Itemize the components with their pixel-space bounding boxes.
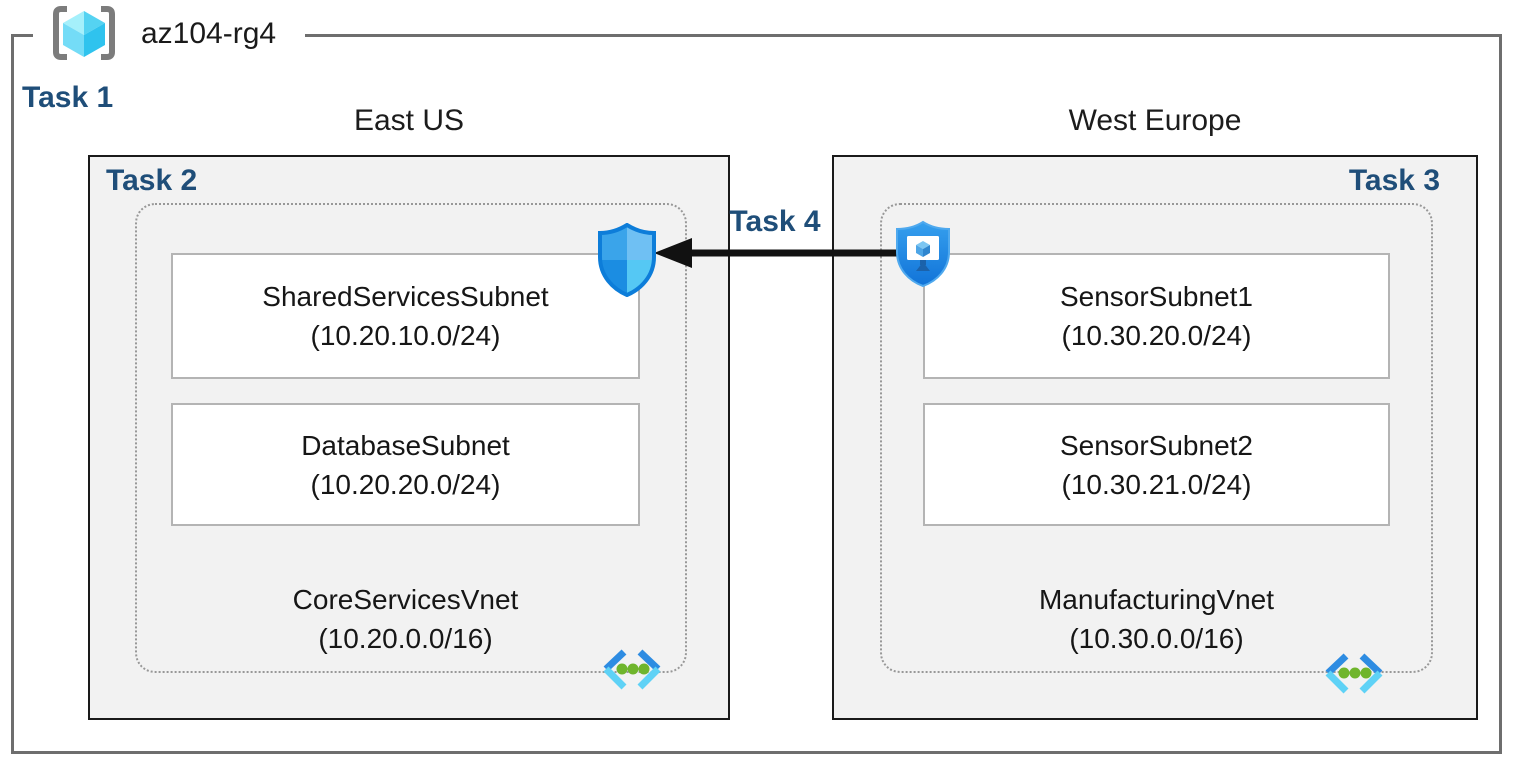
region-title-east-us: East US <box>353 104 465 137</box>
vnet-label-coreservices: CoreServicesVnet (10.20.0.0/16) <box>171 580 640 658</box>
subnet-box-sensorsubnet1: SensorSubnet1 (10.30.20.0/24) <box>923 253 1390 379</box>
subnet-name: DatabaseSubnet <box>301 429 510 461</box>
subnet-box-sharedservices: SharedServicesSubnet (10.20.10.0/24) <box>171 253 640 379</box>
vnet-name: ManufacturingVnet <box>1038 584 1275 615</box>
network-security-group-shield-icon <box>598 223 656 297</box>
subnet-name: SharedServicesSubnet <box>262 281 549 312</box>
virtual-network-icon <box>1325 653 1383 694</box>
region-title-west-europe: West Europe <box>1068 104 1242 137</box>
vnet-cidr: (10.20.0.0/16) <box>318 623 493 654</box>
subnet-box-sensorsubnet2: SensorSubnet2 (10.30.21.0/24) <box>923 403 1390 526</box>
subnet-box-database: DatabaseSubnet (10.20.20.0/24) <box>171 403 640 526</box>
resource-group-name: az104-rg4 <box>141 17 277 50</box>
resource-group-border-gap <box>33 32 305 40</box>
vnet-cidr: (10.30.0.0/16) <box>1069 623 1244 654</box>
resource-group-boundary <box>11 34 1502 754</box>
virtual-network-icon <box>603 649 661 690</box>
subnet-cidr: (10.30.20.0/24) <box>1061 320 1252 351</box>
application-security-group-shield-icon <box>896 220 950 288</box>
vnet-boundary-coreservices <box>135 203 687 673</box>
task-2-label: Task 2 <box>106 164 198 197</box>
task-3-label: Task 3 <box>1348 164 1440 197</box>
subnet-name: SensorSubnet1 <box>1059 281 1254 312</box>
resource-group-icon <box>53 6 115 60</box>
vnet-label-manufacturing: ManufacturingVnet (10.30.0.0/16) <box>923 580 1390 658</box>
task-4-label: Task 4 <box>729 205 821 238</box>
task-1-label: Task 1 <box>22 81 114 114</box>
subnet-name: SensorSubnet2 <box>1059 429 1254 461</box>
vnet-boundary-manufacturing <box>880 203 1433 673</box>
peering-arrow <box>654 238 900 268</box>
subnet-cidr: (10.30.21.0/24) <box>1061 468 1252 500</box>
subnet-cidr: (10.20.20.0/24) <box>310 468 501 500</box>
subnet-cidr: (10.20.10.0/24) <box>310 320 501 351</box>
vnet-name: CoreServicesVnet <box>292 584 519 615</box>
